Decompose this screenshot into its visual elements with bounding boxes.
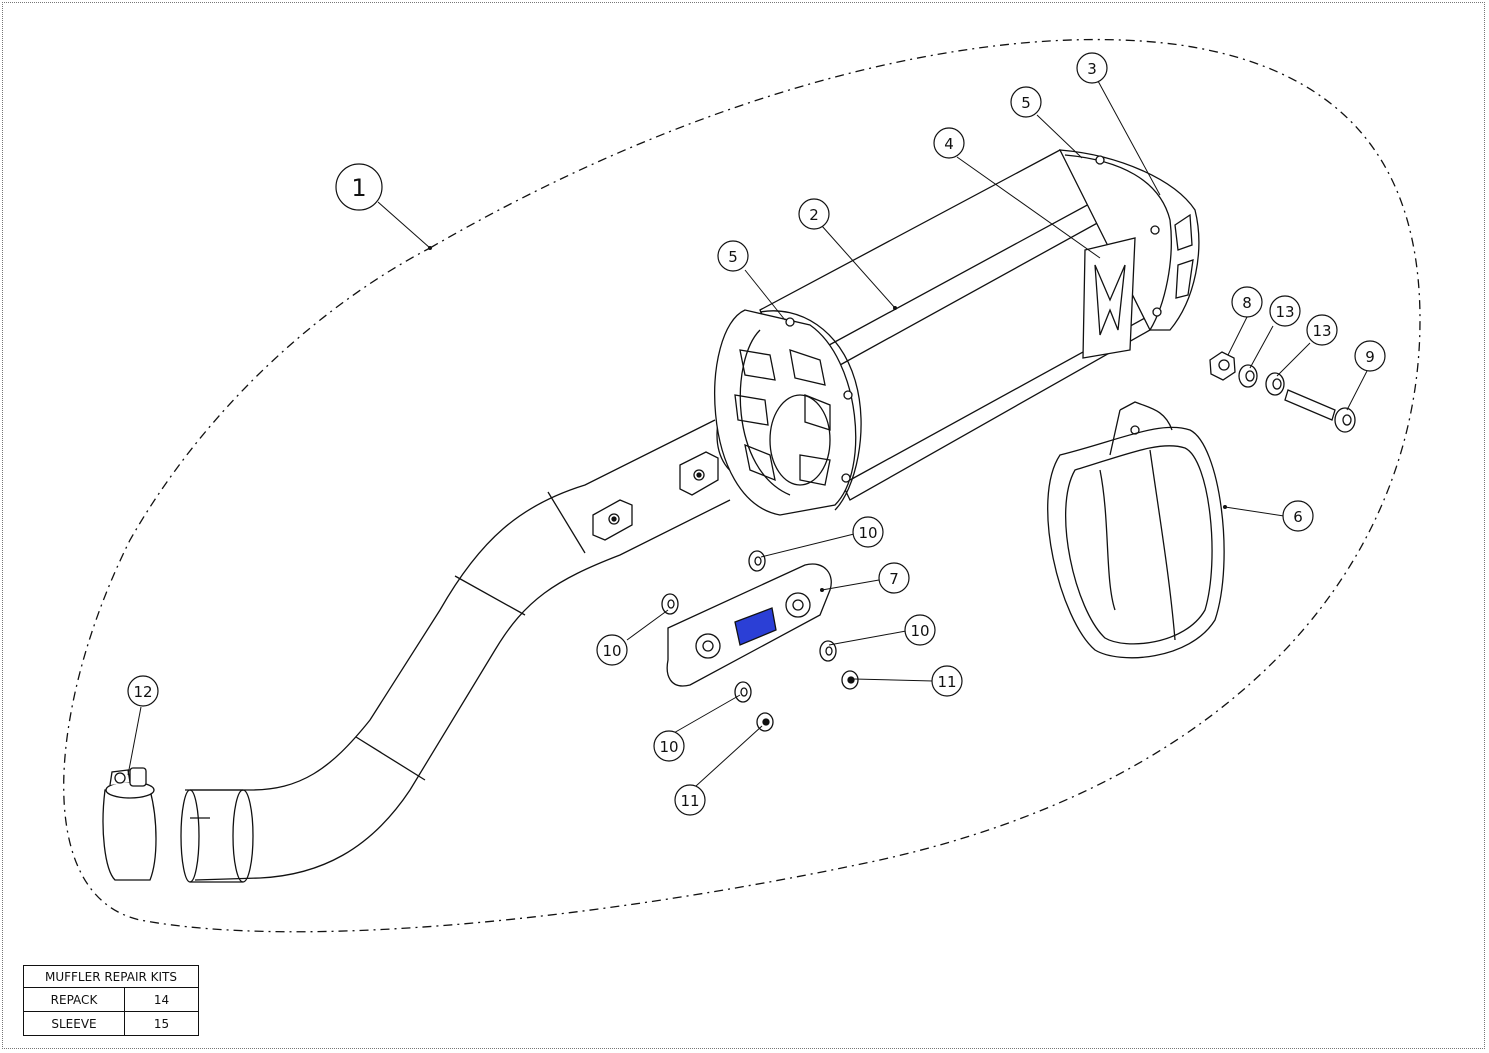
washer-10d xyxy=(734,681,752,703)
svg-text:12: 12 xyxy=(133,683,152,701)
callout-10-bottom: 10 xyxy=(653,730,685,762)
callout-10-right: 10 xyxy=(904,614,936,646)
svg-text:11: 11 xyxy=(937,673,956,691)
heat-shield xyxy=(666,563,832,687)
svg-text:9: 9 xyxy=(1365,348,1375,366)
svg-text:11: 11 xyxy=(680,792,699,810)
svg-text:4: 4 xyxy=(944,135,954,153)
washer-10a xyxy=(748,550,766,572)
svg-text:7: 7 xyxy=(889,570,899,588)
pipe-bracket-left xyxy=(592,499,633,541)
callout-11-right: 11 xyxy=(931,665,963,697)
washer-10c xyxy=(819,640,837,662)
callout-13-lower: 13 xyxy=(1306,314,1338,346)
washer-10b xyxy=(661,593,679,615)
bolt-9 xyxy=(1284,389,1356,433)
svg-text:3: 3 xyxy=(1087,60,1097,78)
kit-code: 15 xyxy=(124,1011,199,1036)
callout-1: 1 xyxy=(335,163,383,211)
screw-11a xyxy=(841,670,859,690)
link-pipe xyxy=(180,419,731,883)
callout-13-upper: 13 xyxy=(1269,295,1301,327)
washer-13b xyxy=(1265,372,1285,396)
svg-text:13: 13 xyxy=(1275,303,1294,321)
svg-text:5: 5 xyxy=(1021,94,1031,112)
kit-code: 14 xyxy=(124,987,199,1012)
callout-2: 2 xyxy=(798,198,830,230)
leader-dots xyxy=(428,246,1227,592)
callout-11-bottom: 11 xyxy=(674,784,706,816)
assembly-boundary xyxy=(63,38,1421,933)
svg-text:1: 1 xyxy=(351,174,366,202)
leader-lines xyxy=(127,80,1368,787)
callout-8: 8 xyxy=(1231,286,1263,318)
callout-6: 6 xyxy=(1282,500,1314,532)
svg-text:10: 10 xyxy=(602,642,621,660)
svg-text:2: 2 xyxy=(809,206,819,224)
kit-table-title: MUFFLER REPAIR KITS xyxy=(23,965,199,988)
svg-text:5: 5 xyxy=(728,248,738,266)
washer-13a xyxy=(1238,364,1258,388)
svg-text:8: 8 xyxy=(1242,294,1252,312)
callout-12: 12 xyxy=(127,675,159,707)
kit-name: REPACK xyxy=(23,987,125,1012)
callout-9: 9 xyxy=(1354,340,1386,372)
callout-4: 4 xyxy=(933,127,965,159)
callout-3: 3 xyxy=(1076,52,1108,84)
svg-text:10: 10 xyxy=(910,622,929,640)
kit-name: SLEEVE xyxy=(23,1011,125,1036)
kit-table-header-row: MUFFLER REPAIR KITS xyxy=(23,965,199,988)
muffler-repair-kits-table: MUFFLER REPAIR KITS REPACK 14 SLEEVE 15 xyxy=(23,965,199,1036)
callout-5-front: 5 xyxy=(717,240,749,272)
protection-cap xyxy=(1047,401,1225,659)
kit-table-row: REPACK 14 xyxy=(23,987,199,1012)
svg-text:6: 6 xyxy=(1293,508,1303,526)
callout-10-left: 10 xyxy=(596,634,628,666)
svg-text:10: 10 xyxy=(858,524,877,542)
svg-text:10: 10 xyxy=(659,738,678,756)
callout-5-rear: 5 xyxy=(1010,86,1042,118)
pipe-bracket-right xyxy=(679,451,719,496)
callout-7: 7 xyxy=(878,562,910,594)
svg-text:13: 13 xyxy=(1312,322,1331,340)
nut-8 xyxy=(1209,351,1236,381)
clamp-12 xyxy=(102,767,157,881)
muffler-body xyxy=(714,149,1200,516)
kit-table-row: SLEEVE 15 xyxy=(23,1011,199,1036)
callout-10-top: 10 xyxy=(852,516,884,548)
